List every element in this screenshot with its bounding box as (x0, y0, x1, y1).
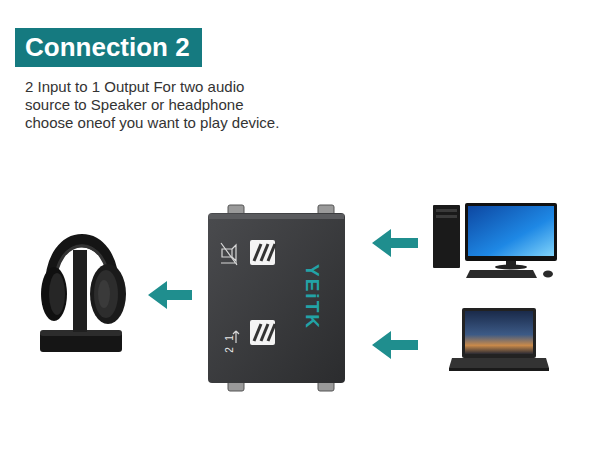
title-text: Connection 2 (25, 32, 190, 62)
desktop-computer (433, 203, 557, 278)
text-wrap: YEiTK (302, 264, 322, 330)
input-arrow (372, 331, 418, 359)
description-wrap: 2 Input to 1 Output For two audio source… (25, 78, 287, 132)
port-number: 2 (225, 347, 235, 353)
description-text: 2 Input to 1 Output For two audio source… (25, 78, 287, 132)
text-wrap: 1 (219, 335, 237, 341)
output-arrow (148, 281, 192, 309)
brand-name: YEiTK (303, 264, 322, 330)
input-arrow (372, 229, 418, 257)
port-number: 1 (225, 335, 235, 341)
title-banner: Connection 2 (15, 28, 202, 67)
switch-box: YEiTK 1 2 (208, 213, 345, 383)
text-wrap: 2 (219, 347, 237, 353)
switch-body (208, 213, 345, 383)
laptop-computer (449, 308, 549, 371)
headphone-figure (40, 239, 126, 352)
